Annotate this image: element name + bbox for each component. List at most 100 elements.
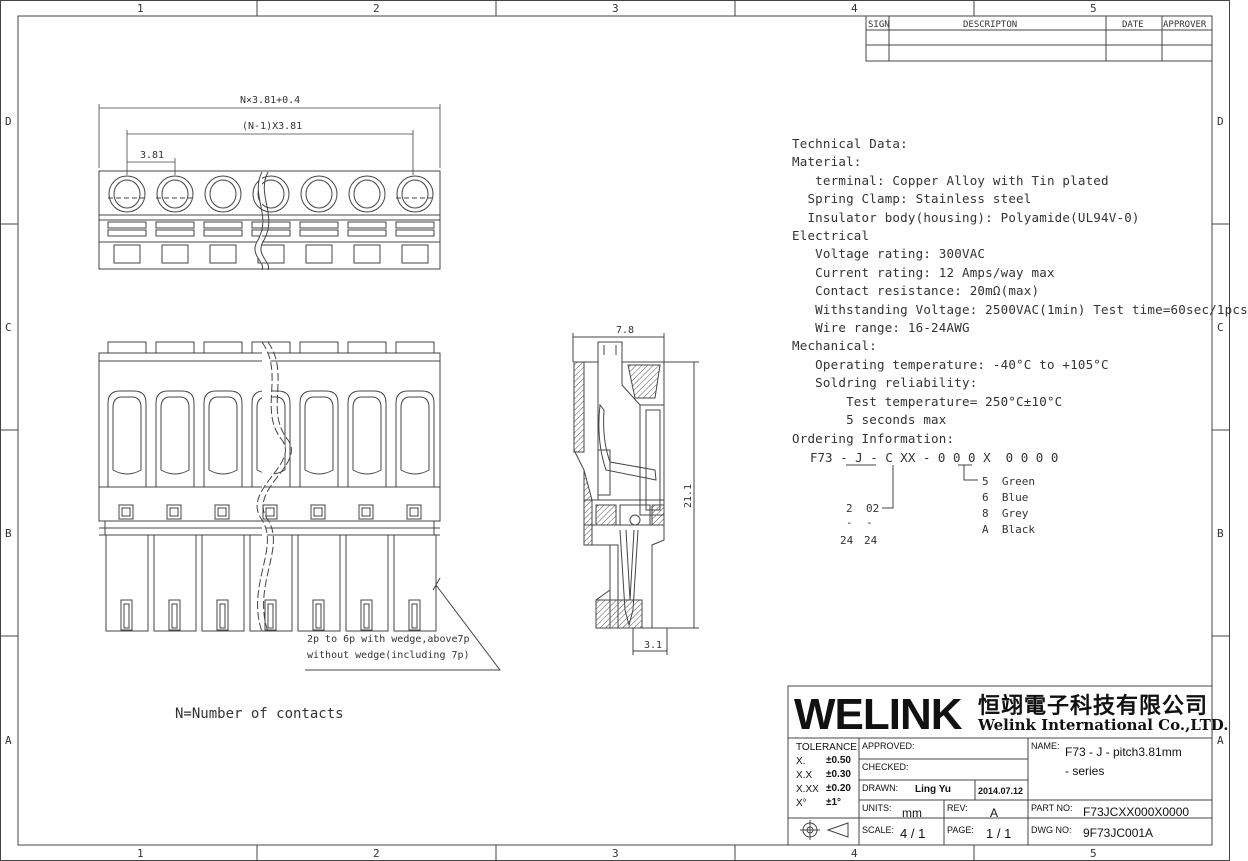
col-label: 5 [1090,847,1097,860]
tech-line: Current rating: 12 Amps/way max [792,264,1055,280]
wedge-note-line1: 2p to 6p with wedge,above7p [307,634,470,645]
drawn-by: Ling Yu [915,784,951,795]
drawn-label: DRAWN: [862,783,899,793]
row-label: A [5,734,12,747]
top-view-cells [107,175,435,264]
rev-header-sign: SIGN [868,20,890,30]
tolerance-key: X. [796,756,806,767]
row-label: D [5,115,12,128]
rev-header-desc: DESCRIPTON [963,20,1017,30]
tech-line: Withstanding Voltage: 2500VAC(1min) Test… [792,301,1248,317]
row-label: D [1217,115,1224,128]
col-label: 1 [137,847,144,860]
row-label: A [1217,734,1224,747]
dwg-no-label: DWG NO: [1031,825,1072,835]
tech-line: Contact resistance: 20mΩ(max) [792,283,1040,299]
front-view-note: 2p to 6p with wedge,above7p without wedg… [307,634,470,661]
tech-line: 5 seconds max [792,412,947,428]
page-value: 1 / 1 [986,826,1012,841]
row-label: C [5,321,12,334]
side-view [572,333,699,655]
color-option: 8 Grey [982,507,1029,520]
tech-line: Ordering Information: [792,430,955,446]
tolerance-value: ±0.30 [826,769,851,780]
col-label: 4 [851,2,858,15]
dim-pin-length: 3.1 [644,640,662,651]
color-option: 5 Green [982,475,1035,488]
technical-data: Technical Data: Material: terminal: Copp… [792,135,1248,448]
name-label: NAME: [1031,741,1060,751]
checked-label: CHECKED: [862,762,909,772]
company-name-cn: 恒翊電子科技有限公司 [978,693,1209,719]
tolerance-key: X° [796,798,807,809]
tech-line: Electrical [792,228,870,244]
color-option: 6 Blue [982,491,1029,504]
part-name-line1: F73 - J - pitch3.81mm [1065,745,1182,759]
row-labels: D C B A D C B A [5,115,1224,747]
row-label: C [1217,321,1224,334]
tech-line: Test temperature= 250°C±10°C [792,393,1063,409]
tech-line: Mechanical: [792,338,877,354]
top-view-dimensions [98,104,441,175]
drawn-date: 2014.07.12 [978,786,1024,796]
top-view-connector [98,170,441,271]
part-no-label: PART NO: [1031,803,1073,813]
units-value: mm [902,806,922,820]
ordering-code-to: 24 [864,534,878,547]
column-labels: 1 2 3 4 5 1 2 3 4 5 [137,2,1097,860]
approved-label: APPROVED: [862,741,915,751]
top-view-dim-text: N×3.81+0.4 (N-1)X3.81 3.81 [140,95,302,161]
tolerance-value: ±0.20 [826,783,851,794]
tech-line: Wire range: 16-24AWG [792,320,970,336]
front-view-connector [98,341,502,671]
part-name-line2: - series [1065,764,1105,778]
company-logo: WELINK [794,690,963,739]
revision-table [865,15,1213,62]
ordering-code-from: 02 [866,502,880,515]
scale-value: 4 / 1 [900,826,926,841]
rev-value: A [990,806,999,820]
tolerance-value: ±1° [826,797,842,808]
tech-line: Technical Data: [792,136,908,151]
tech-line: Soldring reliability: [792,375,978,391]
company-name-en: Welink International Co.,LTD. [978,716,1229,734]
title-block-grid [787,685,1213,846]
units-label: UNITS: [862,803,892,813]
dim-pitch: 3.81 [140,150,164,161]
tolerance-key: X.XX [796,784,819,795]
tech-line: Voltage rating: 300VAC [792,246,986,262]
dim-side-width: 7.8 [616,325,634,336]
ordering-pins-to: 24 [840,534,854,547]
front-view-cells [105,341,437,632]
col-label: 4 [851,847,858,860]
dim-span-length: (N-1)X3.81 [242,121,302,132]
tolerance-label: TOLERANCE [796,742,857,753]
tech-line: terminal: Copper Alloy with Tin plated [792,172,1109,188]
rev-header-date: DATE [1122,20,1144,30]
row-label: B [1217,527,1224,540]
ordering-dash: - [846,516,853,529]
page-label: PAGE: [947,825,974,835]
rev-label: REV: [947,803,968,813]
col-label: 2 [373,2,380,15]
col-label: 2 [373,847,380,860]
contacts-definition: N=Number of contacts [175,706,344,722]
tech-line: Operating temperature: -40°C to +105°C [792,356,1109,372]
dim-side-height: 21.1 [683,484,694,508]
tech-line: Insulator body(housing): Polyamide(UL94V… [792,209,1140,225]
dwg-no-value: 9F73JC001A [1083,826,1154,840]
col-label: 1 [137,2,144,15]
tolerance-key: X.X [796,770,813,781]
wedge-note-line2: without wedge(including 7p) [307,650,470,661]
ordering-pins-from: 2 [846,502,853,515]
part-no-value: F73JCXX000X0000 [1083,805,1190,819]
ordering-leaders [846,464,978,509]
side-view-dim-text: 7.8 3.1 21.1 [616,325,694,651]
rev-header-approver: APPROVER [1163,20,1207,30]
tolerance-value: ±0.50 [826,755,851,766]
dim-total-length: N×3.81+0.4 [240,95,300,106]
tech-line: Spring Clamp: Stainless steel [792,191,1032,207]
col-label: 5 [1090,2,1097,15]
ordering-code: F73 - J - C XX - 0 0 0 X 0 0 0 0 [810,450,1059,465]
